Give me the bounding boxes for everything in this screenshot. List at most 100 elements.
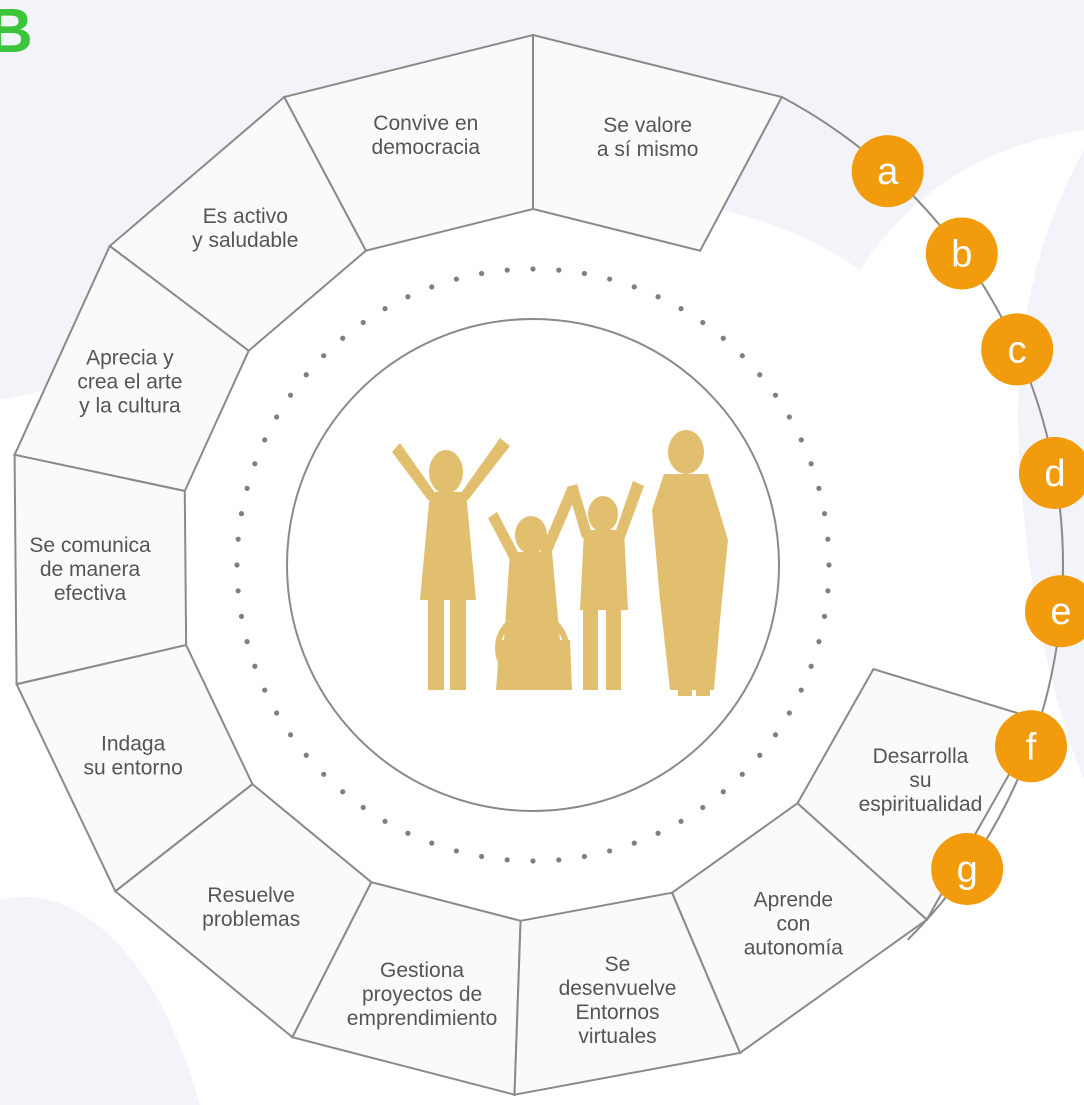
silhouette-part <box>606 608 621 690</box>
badge-circle <box>1018 436 1084 509</box>
dot <box>739 771 745 777</box>
segment-label: Resuelve <box>207 884 295 907</box>
dot <box>479 270 485 277</box>
segment-label: Aprecia y <box>86 346 174 369</box>
letter-badge: e <box>1024 575 1084 648</box>
dot <box>360 804 366 811</box>
dot <box>772 732 779 738</box>
badge-letter: e <box>1050 591 1071 633</box>
segment-label: autonomía <box>744 936 844 959</box>
dot <box>429 840 435 846</box>
silhouette-part <box>392 443 440 500</box>
segment-label: Convive en <box>373 112 478 135</box>
dot <box>321 771 327 777</box>
dot <box>772 392 779 398</box>
people-silhouettes-icon <box>392 430 728 696</box>
dot <box>238 613 245 619</box>
dot <box>504 857 510 863</box>
segment-label: a sí mismo <box>597 138 699 161</box>
silhouette-part <box>456 438 510 500</box>
badge-circle <box>981 313 1054 386</box>
silhouette-part <box>428 598 444 690</box>
dot <box>821 511 828 517</box>
silhouette-part <box>429 450 463 494</box>
segment-label: Se comunica <box>29 534 151 557</box>
segment-label: de manera <box>40 558 141 581</box>
badge-letter: g <box>957 849 978 891</box>
segment-label: problemas <box>202 908 300 931</box>
letter-badge: c <box>981 313 1054 386</box>
silhouette-part <box>488 512 520 560</box>
dot <box>826 562 832 568</box>
segment-label: Es activo <box>203 205 288 228</box>
badge-circle <box>931 832 1004 905</box>
silhouette-part <box>450 598 466 690</box>
dot <box>235 536 241 542</box>
segment-label: Se <box>605 953 631 976</box>
dot <box>405 294 411 300</box>
silhouette-part <box>588 496 618 532</box>
dot <box>262 687 268 693</box>
badge-letter: a <box>877 151 899 193</box>
segment-label: virtuales <box>578 1025 656 1048</box>
segment-label: Gestiona <box>380 959 464 982</box>
dot <box>382 818 388 824</box>
segment-label: y saludable <box>192 229 298 252</box>
segment-label: desenvuelve <box>559 977 677 1000</box>
dot <box>825 588 831 594</box>
segment-label: democracia <box>372 136 481 159</box>
dot <box>821 613 828 619</box>
dot <box>530 858 536 864</box>
silhouette-part <box>668 430 704 474</box>
dot <box>504 267 510 273</box>
silhouette-part <box>652 474 728 690</box>
dot <box>631 840 637 846</box>
silhouette-part <box>696 680 710 696</box>
dot <box>274 414 280 420</box>
dot <box>234 562 240 568</box>
dot <box>340 789 346 795</box>
segment-label: con <box>776 912 810 935</box>
segment-label: Aprende <box>754 888 833 911</box>
dot <box>786 710 792 716</box>
dot <box>757 372 763 378</box>
background-blob <box>0 896 200 1105</box>
dot <box>825 536 831 542</box>
badge-circle <box>851 135 924 208</box>
corner-letter: B <box>0 0 33 66</box>
dot <box>303 372 309 378</box>
dot <box>631 284 637 290</box>
dot <box>262 437 268 443</box>
dot <box>786 414 792 420</box>
dot <box>287 392 294 398</box>
dot <box>321 353 327 359</box>
silhouette-part <box>567 484 592 538</box>
dot <box>244 485 250 491</box>
dot <box>453 276 459 282</box>
dot <box>607 848 613 854</box>
dot <box>287 732 294 738</box>
dot <box>252 461 258 467</box>
dot <box>238 511 245 517</box>
silhouette-part <box>420 492 476 600</box>
dot <box>274 710 280 716</box>
dot <box>556 857 562 863</box>
dot <box>678 306 684 312</box>
dot <box>405 830 411 836</box>
dot <box>453 848 459 854</box>
letter-badge: b <box>925 217 998 290</box>
segment-label: Desarrolla <box>873 745 969 768</box>
silhouette-part <box>504 552 560 640</box>
dot <box>655 294 661 300</box>
badge-circle <box>995 710 1068 783</box>
segment-label: Entornos <box>575 1001 659 1024</box>
dot <box>655 830 661 836</box>
dot <box>556 267 562 273</box>
dot <box>235 588 241 594</box>
